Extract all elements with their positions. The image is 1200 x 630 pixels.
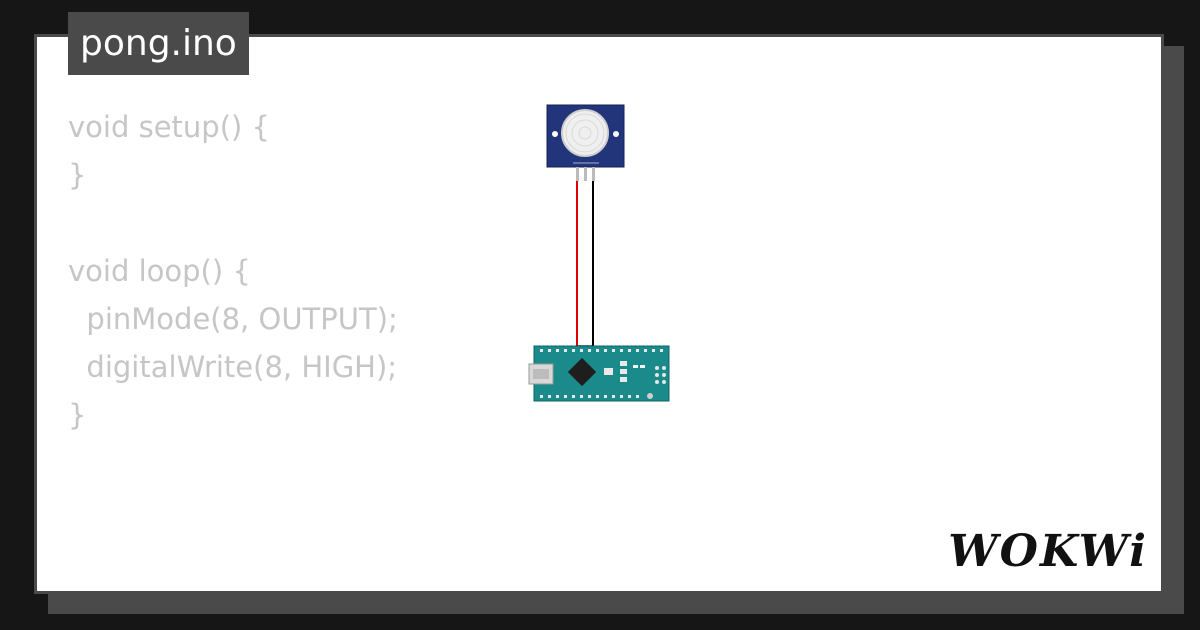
code-preview: void setup() {} void loop() { pinMode(8, …	[68, 103, 398, 439]
arduino-nano[interactable]	[528, 345, 670, 402]
mcu-chip-icon	[567, 357, 597, 387]
code-line: void setup() {	[68, 110, 270, 144]
code-line: }	[68, 158, 87, 192]
file-title: pong.ino	[80, 23, 237, 64]
pir-motion-sensor[interactable]	[546, 104, 625, 181]
code-line: pinMode(8, OUTPUT);	[68, 302, 398, 336]
file-title-tab[interactable]: pong.ino	[68, 12, 249, 75]
wokwi-logo: WOKWi	[948, 526, 1148, 577]
mounting-hole-left	[552, 131, 558, 137]
brand-logo-text: WOKWi	[948, 526, 1148, 577]
code-line: void loop() {	[68, 254, 251, 288]
code-line: }	[68, 398, 87, 432]
pir-dome-icon	[561, 109, 609, 157]
mounting-hole-right	[613, 131, 619, 137]
code-line: digitalWrite(8, HIGH);	[68, 350, 398, 384]
